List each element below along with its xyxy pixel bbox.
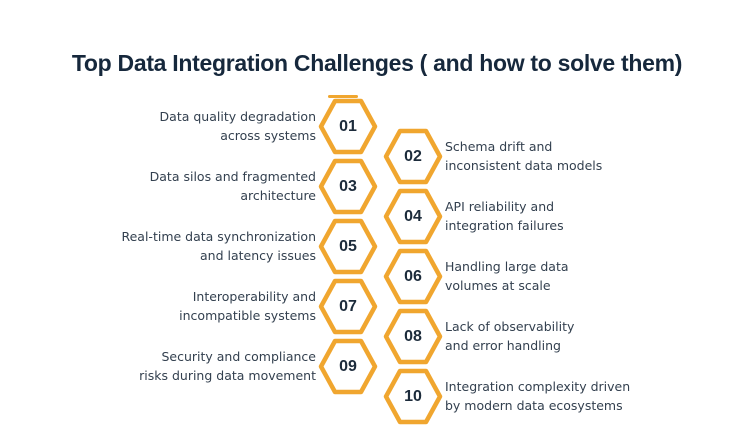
hexagon-badge: 07: [318, 278, 378, 335]
challenge-label: Data silos and fragmented architecture: [149, 169, 316, 203]
challenge-item: Security and compliance risks during dat…: [0, 338, 754, 395]
challenge-number: 01: [339, 118, 357, 135]
challenge-number: 02: [404, 148, 422, 165]
hexagon-badge: 05: [318, 218, 378, 275]
hexagon-icon: [318, 158, 378, 215]
challenge-item: Integration complexity driven by modern …: [0, 368, 754, 425]
hexagon-icon: [383, 188, 443, 245]
challenge-item: Schema drift and inconsistent data model…: [0, 128, 754, 185]
hexagon-badge: 06: [383, 248, 443, 305]
title-underline-accent: [328, 95, 358, 98]
challenge-number: 06: [404, 268, 422, 285]
hexagon-icon: [318, 278, 378, 335]
challenge-number: 05: [339, 238, 357, 255]
challenge-label: Integration complexity driven by modern …: [445, 379, 631, 413]
hexagon-icon: [383, 308, 443, 365]
challenge-number: 04: [404, 208, 422, 225]
challenge-label: Real-time data synchronization and laten…: [121, 229, 316, 263]
hexagon-icon: [383, 248, 443, 305]
challenge-label: API reliability and integration failures: [445, 199, 564, 233]
challenge-number: 07: [339, 298, 357, 315]
challenge-label: Handling large data volumes at scale: [445, 259, 569, 293]
challenge-item: Data silos and fragmented architecture 0…: [0, 158, 754, 215]
page-title: Top Data Integration Challenges ( and ho…: [71, 50, 683, 76]
hexagon-icon: [383, 368, 443, 425]
challenge-label: Interoperability and incompatible system…: [179, 289, 316, 323]
challenge-item: Data quality degradation across systems …: [0, 98, 754, 155]
challenge-number: 09: [339, 358, 357, 375]
challenge-number: 10: [404, 388, 422, 405]
challenge-item: API reliability and integration failures…: [0, 188, 754, 245]
challenge-item: Lack of observability and error handling…: [0, 308, 754, 365]
challenge-number: 08: [404, 328, 422, 345]
challenge-label: Security and compliance risks during dat…: [139, 349, 316, 383]
hexagon-badge: 03: [318, 158, 378, 215]
hexagon-badge: 01: [318, 98, 378, 155]
hexagon-icon: [318, 338, 378, 395]
challenge-label: Data quality degradation across systems: [159, 109, 316, 143]
challenge-number: 03: [339, 178, 357, 195]
hexagon-icon: [318, 218, 378, 275]
challenge-label: Schema drift and inconsistent data model…: [445, 139, 603, 173]
challenge-label: Lack of observability and error handling: [445, 319, 575, 353]
challenge-item: Handling large data volumes at scale 06: [0, 248, 754, 305]
hexagon-badge: 02: [383, 128, 443, 185]
challenge-item: Real-time data synchronization and laten…: [0, 218, 754, 275]
hexagon-badge: 04: [383, 188, 443, 245]
hexagon-icon: [318, 98, 378, 155]
challenge-item: Interoperability and incompatible system…: [0, 278, 754, 335]
hexagon-badge: 08: [383, 308, 443, 365]
hexagon-badge: 10: [383, 368, 443, 425]
hexagon-icon: [383, 128, 443, 185]
hexagon-badge: 09: [318, 338, 378, 395]
